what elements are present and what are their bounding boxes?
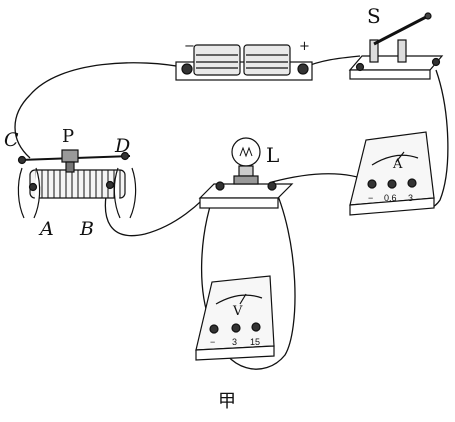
voltmeter-3-label: 3 [232, 337, 237, 347]
battery-neg-terminal [181, 63, 193, 75]
ammeter-symbol: A [392, 157, 403, 172]
switch: S [348, 4, 444, 80]
voltmeter-15-label: 15 [250, 337, 260, 347]
switch-label: S [367, 4, 381, 28]
battery-pos-label: + [299, 39, 310, 54]
ammeter-neg-label: − [368, 193, 373, 203]
wire-lamp-to-voltmeter-neg [213, 181, 296, 370]
terminal-b-label: B [79, 218, 94, 240]
figure-caption: 甲 [218, 391, 236, 412]
terminal-d-label: D [114, 135, 130, 157]
terminal-c-label: C [4, 129, 19, 151]
ammeter-06-label: 0.6 [384, 193, 397, 203]
voltmeter: V − 3 15 [195, 275, 275, 361]
lamp-label: L [266, 143, 279, 167]
battery-neg-label: − [184, 39, 195, 54]
lamp: L [198, 137, 294, 209]
ammeter: A − 0.6 3 [349, 131, 435, 216]
slider-p-label: P [62, 126, 74, 147]
terminal-a-label: A [38, 218, 54, 240]
wire-battery-to-c [14, 62, 188, 159]
voltmeter-neg-label: − [210, 337, 215, 347]
battery: − + [175, 39, 313, 81]
ammeter-3-label: 3 [408, 193, 413, 203]
battery-pos-terminal [297, 63, 309, 75]
rheostat: C P D A B [4, 126, 137, 240]
voltmeter-symbol: V [232, 304, 243, 319]
